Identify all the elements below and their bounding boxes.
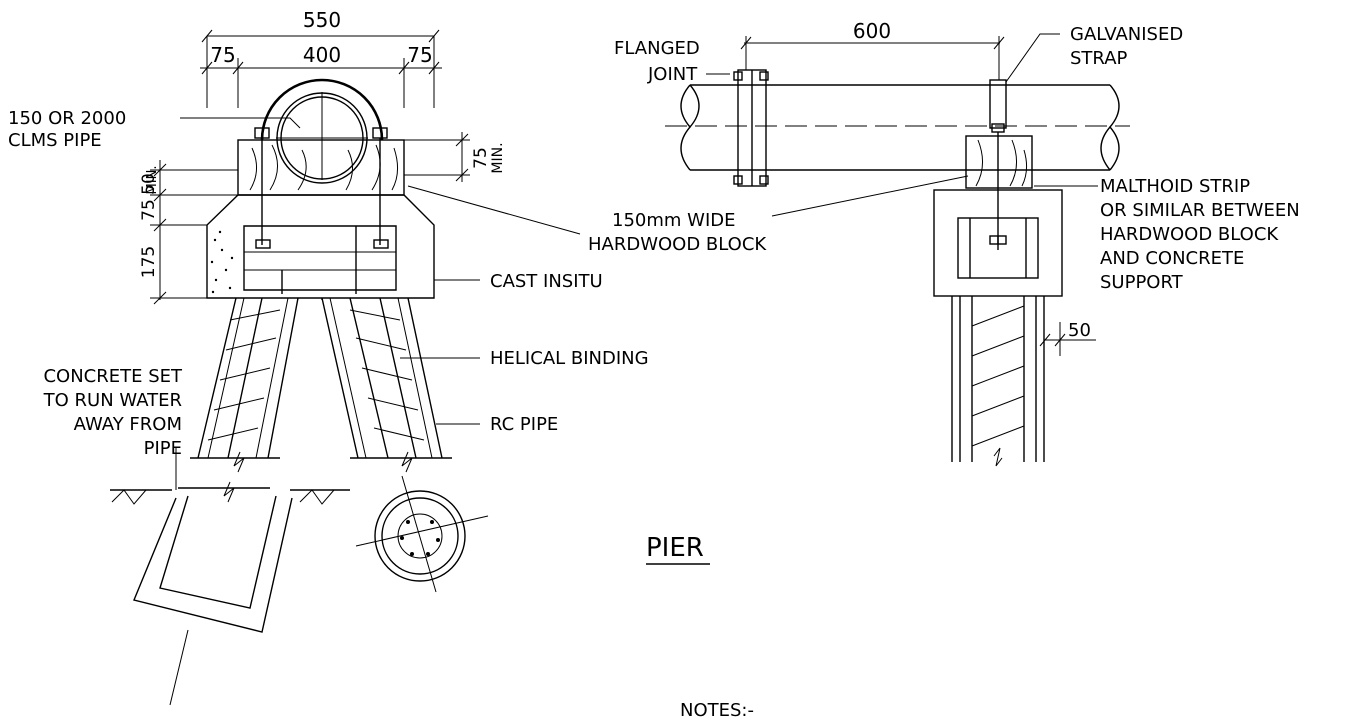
dim-base-height: 175: [139, 246, 159, 278]
label-pipe-line2: CLMS PIPE: [8, 130, 102, 151]
concrete-stipple: [210, 230, 234, 294]
label-concrete-line2: TO RUN WATER: [43, 390, 182, 411]
notes-heading: NOTES:-: [680, 700, 754, 717]
label-cast-insitu: CAST INSITU: [490, 271, 603, 292]
dim-strap-spacing: 600: [853, 19, 891, 43]
dim-block-height: 75: [471, 147, 491, 169]
label-concrete-line3: AWAY FROM: [74, 414, 182, 435]
left-elevation: [150, 29, 581, 473]
pipe-section: [355, 475, 489, 593]
label-malthoid-line4: AND CONCRETE: [1100, 248, 1244, 269]
label-pipe-line1: 150 OR 2000: [8, 108, 126, 129]
dim-block-height-min: MIN.: [490, 142, 506, 173]
label-block-line2: HARDWOOD BLOCK: [588, 234, 767, 255]
label-helical-binding: HELICAL BINDING: [490, 348, 649, 369]
dim-side-left: 75: [210, 43, 235, 67]
label-malthoid-line1: MALTHOID STRIP: [1100, 176, 1250, 197]
label-malthoid-line3: HARDWOOD BLOCK: [1100, 224, 1279, 245]
dim-pipe-offset: 50: [1068, 320, 1091, 341]
label-malthoid-line5: SUPPORT: [1100, 272, 1184, 293]
drawing-title: PIER: [646, 533, 704, 563]
label-block-line1: 150mm WIDE: [612, 210, 736, 231]
dim-side-right: 75: [407, 43, 432, 67]
dim-gap-50: 50: [139, 173, 159, 195]
label-flanged-line2: JOINT: [647, 64, 698, 85]
label-rc-pipe: RC PIPE: [490, 414, 558, 435]
label-strap-line2: STRAP: [1070, 48, 1128, 69]
label-concrete-line4: PIPE: [144, 438, 182, 459]
ground-section: [110, 448, 350, 706]
dim-overall-width: 550: [303, 8, 341, 32]
label-strap-line1: GALVANISED: [1070, 24, 1183, 45]
right-elevation: [665, 33, 1130, 467]
labels: 550 75 400 75 150 OR 2000 CLMS PIPE 75 M…: [8, 8, 1300, 717]
dim-center-width: 400: [303, 43, 341, 67]
label-concrete-line1: CONCRETE SET: [43, 366, 183, 387]
dim-gap-75: 75: [139, 199, 159, 221]
label-flanged-line1: FLANGED: [614, 38, 700, 59]
label-malthoid-line2: OR SIMILAR BETWEEN: [1100, 200, 1300, 221]
dim-gap-50-min: MIN.: [145, 166, 160, 195]
